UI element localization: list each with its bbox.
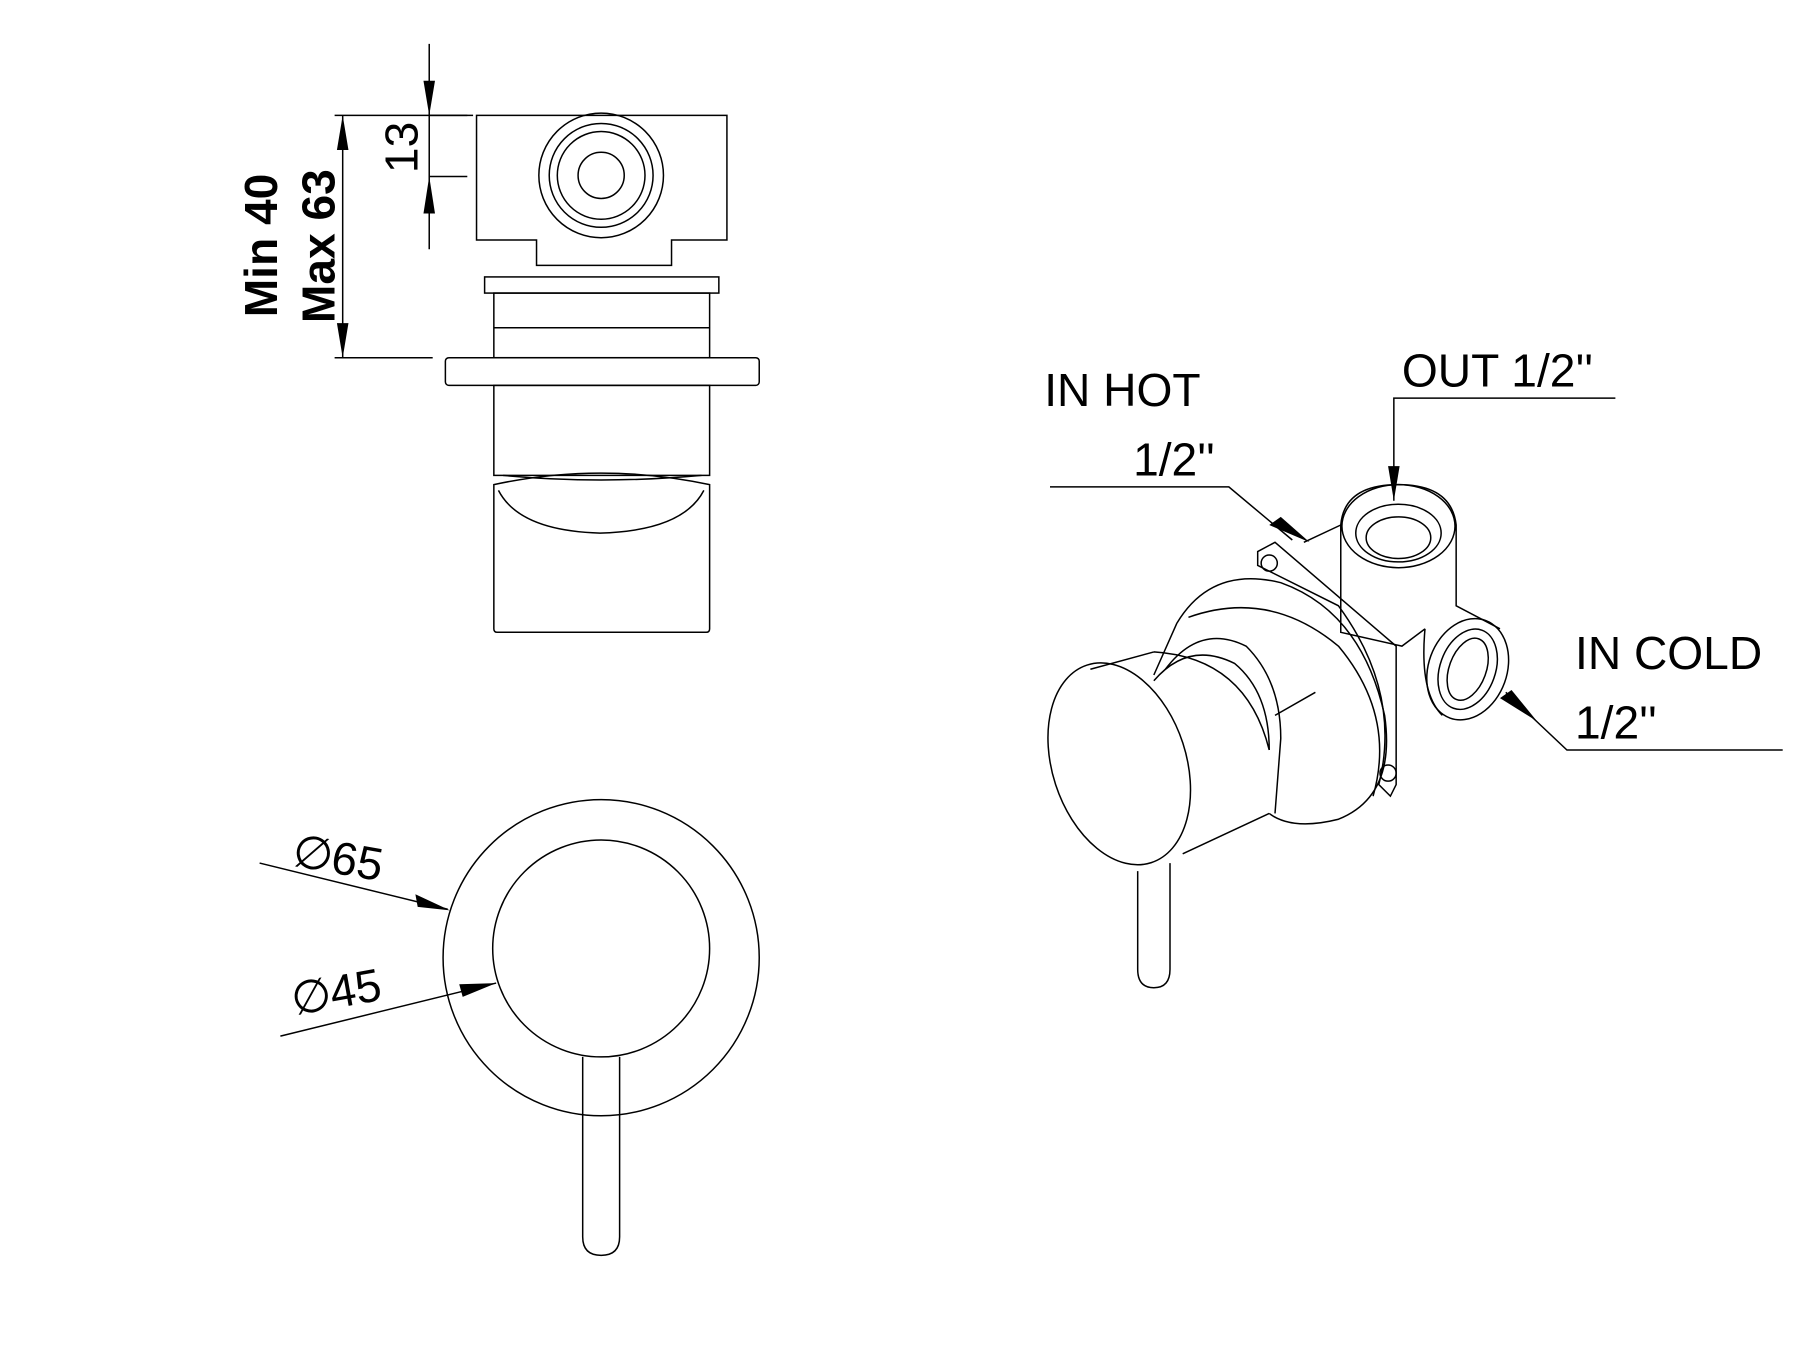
dimension-13-label: 13	[376, 122, 428, 173]
in-cold-label: IN COLD	[1575, 627, 1762, 679]
label-in-cold: IN COLD 1/2''	[1500, 627, 1783, 751]
label-out: OUT 1/2''	[1388, 345, 1616, 501]
dimension-13: 13	[376, 43, 468, 250]
isometric-view	[1047, 483, 1510, 989]
front-view: ∅ 65 ∅ 45	[259, 798, 760, 1257]
max-63-label: Max 63	[293, 169, 345, 323]
svg-text:65: 65	[328, 831, 388, 891]
diameter-45-label: ∅ 45	[287, 958, 385, 1025]
in-hot-label: IN HOT	[1044, 364, 1200, 416]
svg-text:∅: ∅	[289, 824, 338, 882]
in-hot-size-label: 1/2''	[1133, 433, 1215, 485]
out-label: OUT 1/2''	[1402, 345, 1593, 397]
side-view	[444, 112, 760, 634]
label-in-hot: IN HOT 1/2''	[1044, 364, 1310, 543]
dimension-wall-thickness: Min 40 Max 63	[235, 114, 474, 359]
in-cold-size-label: 1/2''	[1575, 696, 1657, 748]
svg-text:45: 45	[326, 958, 386, 1018]
diameter-65-label: ∅ 65	[289, 824, 387, 891]
svg-text:∅: ∅	[287, 967, 336, 1025]
min-40-label: Min 40	[235, 174, 287, 318]
